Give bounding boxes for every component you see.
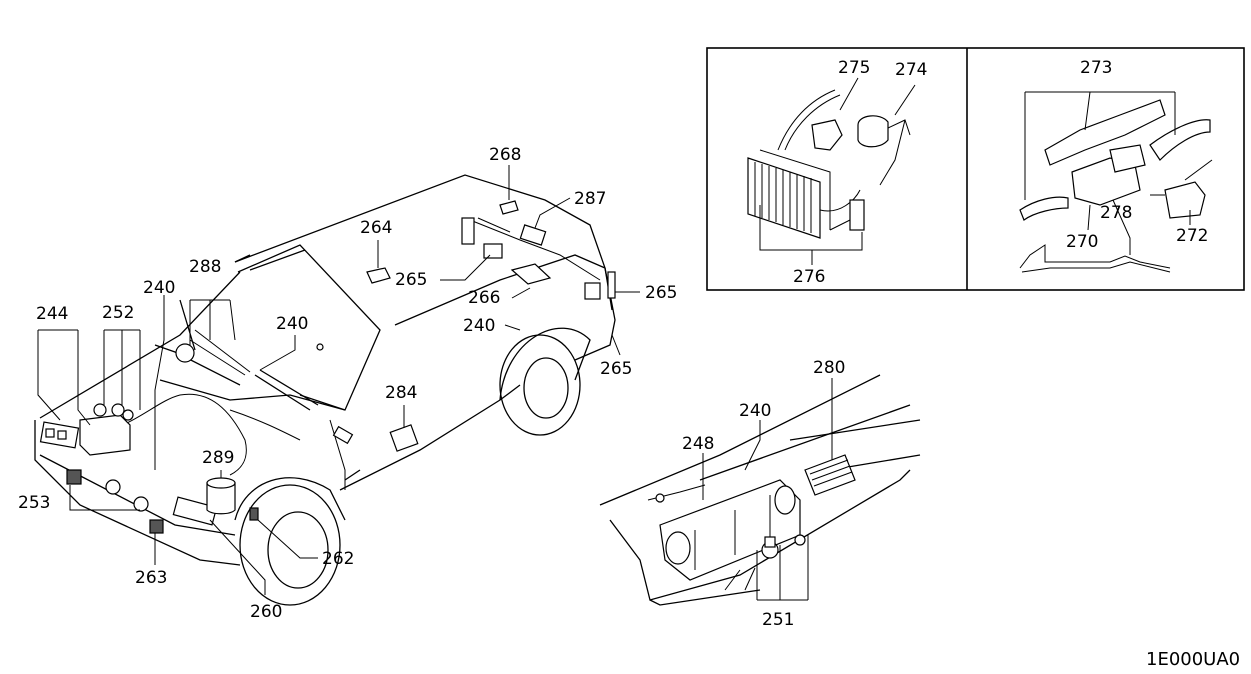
label-268: 268: [489, 145, 521, 165]
label-288: 288: [189, 257, 221, 277]
label-252: 252: [102, 303, 134, 323]
label-253: 253: [18, 493, 50, 513]
label-266: 266: [468, 288, 500, 308]
label-274: 274: [895, 60, 927, 80]
inset-right-leaders: [1024, 91, 1191, 255]
label-265-c: 265: [600, 359, 632, 379]
label-262: 262: [322, 549, 354, 569]
label-240-d: 240: [739, 401, 771, 421]
label-264: 264: [360, 218, 392, 238]
label-248: 248: [682, 434, 714, 454]
label-240-c: 240: [463, 316, 495, 336]
instrument-panel-view: [599, 374, 921, 606]
label-265-a: 265: [395, 270, 427, 290]
label-273: 273: [1080, 58, 1112, 78]
label-272: 272: [1176, 226, 1208, 246]
label-240-b: 240: [276, 314, 308, 334]
vehicle-body: [34, 174, 616, 606]
part-labels: 240 240 240 240 244 248 251 252 253 260 …: [18, 58, 1208, 630]
inset-box: [706, 47, 1245, 291]
vehicle-leader-lines: [37, 165, 640, 595]
label-265-b: 265: [645, 283, 677, 303]
diagram-code: 1E000UA0: [1146, 649, 1240, 670]
vehicle-components: [39, 200, 616, 534]
instrument-panel-leaders: [702, 378, 833, 601]
condenser-assembly: [747, 89, 911, 239]
label-284: 284: [385, 383, 417, 403]
label-270: 270: [1066, 232, 1098, 252]
label-263: 263: [135, 568, 167, 588]
label-240-a: 240: [143, 278, 175, 298]
label-275: 275: [838, 58, 870, 78]
inset-left-leaders: [759, 77, 916, 265]
label-289: 289: [202, 448, 234, 468]
label-244: 244: [36, 304, 68, 324]
label-260: 260: [250, 602, 282, 622]
label-276: 276: [793, 267, 825, 287]
label-278: 278: [1100, 203, 1132, 223]
hvac-assembly: [1019, 99, 1213, 273]
label-280: 280: [813, 358, 845, 378]
label-251: 251: [762, 610, 794, 630]
label-287: 287: [574, 189, 606, 209]
